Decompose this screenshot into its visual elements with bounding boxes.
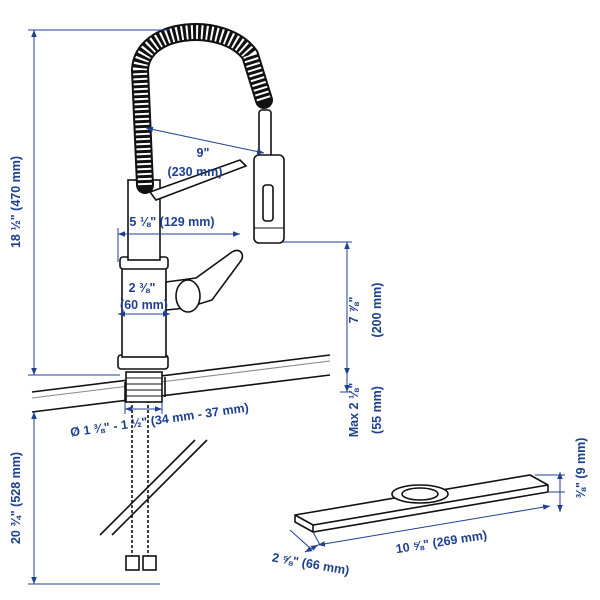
total-height-label: 18 ½" (470 mm) (9, 156, 23, 248)
dimension-lines (28, 29, 565, 585)
below-counter-label: 20 ¾" (528 mm) (9, 452, 23, 544)
spout-height-label: 7 ⅞" (347, 297, 361, 324)
body-width-label: 5 ⅛" (129 mm) (129, 215, 214, 229)
plate-length-label: 10 ⅝" (269 mm) (395, 528, 488, 556)
deck-plate (294, 474, 549, 533)
faucet (117, 23, 285, 571)
countertop (31, 354, 331, 536)
base-diameter-label: 2 ⅜" (129, 281, 156, 295)
lever-handle (165, 249, 244, 313)
hole-diameter-label: Ø 1 ⅜" - 1 ½" (34 mm - 37 mm) (69, 401, 249, 440)
spout-height-mm-label: (200 mm) (370, 283, 384, 338)
max-deck-thickness-mm-label: (55 mm) (370, 386, 384, 434)
faucet-body (121, 264, 167, 358)
base-diameter-mm-label: (60 mm) (120, 298, 168, 312)
spray-head (253, 109, 285, 244)
plate-hole (401, 487, 439, 501)
plate-depth-label: 2 ⅝" (66 mm) (271, 550, 350, 577)
threaded-shank (125, 371, 163, 403)
max-deck-thickness-label: Max 2 ⅛" (347, 383, 361, 438)
coil-spring (130, 23, 273, 194)
supply-hoses (125, 400, 157, 571)
spout-reach-mm-label: (230 mm) (168, 165, 223, 179)
plate-thickness-label: ⅜" (9 mm) (574, 438, 588, 499)
spout-arm (148, 159, 248, 201)
spout-reach-label: 9" (197, 146, 210, 160)
